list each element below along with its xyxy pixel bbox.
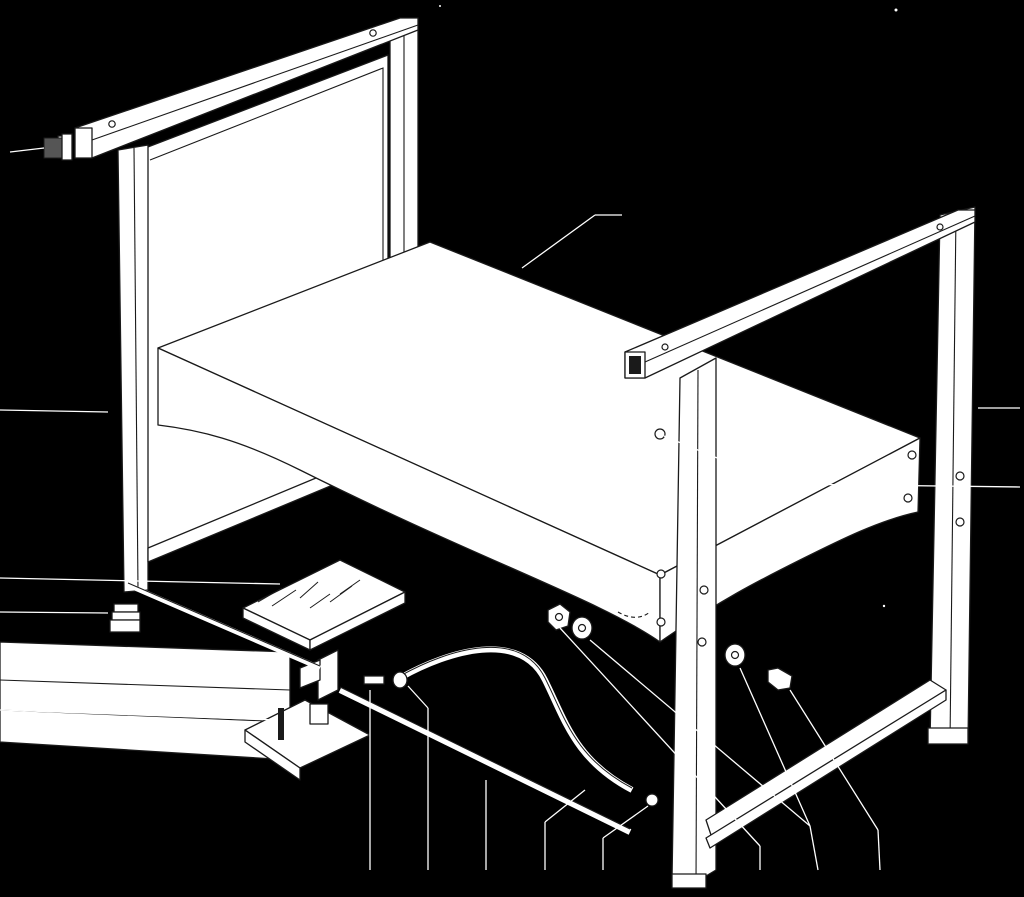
leader-lines xyxy=(0,147,1021,871)
front-frame-bottom-rail xyxy=(705,679,947,839)
bolt xyxy=(767,667,793,691)
end-cap xyxy=(43,133,73,161)
seat-box xyxy=(157,241,921,643)
pedal-assembly xyxy=(0,559,634,835)
leveler-foot-left xyxy=(109,603,141,633)
seat-front-face xyxy=(157,347,661,643)
back-frame-left-post xyxy=(117,144,149,593)
front-frame-front-post xyxy=(671,357,717,889)
hardware xyxy=(547,603,793,807)
front-frame xyxy=(624,206,976,889)
